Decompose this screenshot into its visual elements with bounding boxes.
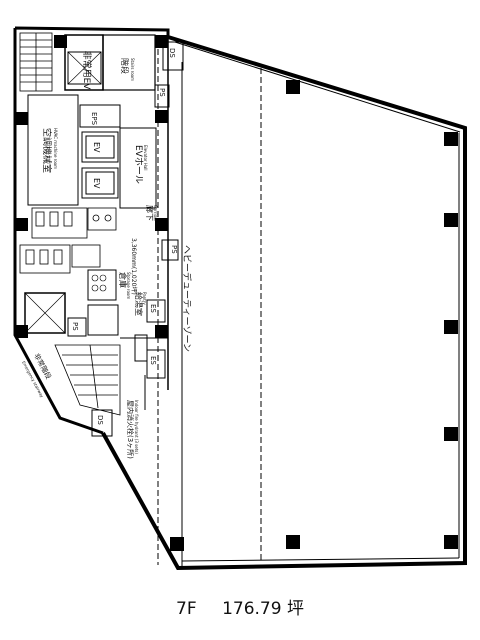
freight-shaft <box>24 292 66 334</box>
columns <box>15 35 458 551</box>
inner-wall-top <box>174 41 461 133</box>
emergency-ev-box <box>67 51 102 85</box>
label-emergency-ev: 非常用EV <box>81 51 93 91</box>
label-eps: EPS <box>90 112 98 126</box>
elevators <box>81 131 119 199</box>
label-es-2: ES <box>149 356 157 365</box>
label-stairs: 階段 <box>120 58 130 74</box>
label-ps-3: PS <box>71 322 79 331</box>
floor-caption: 7F 176.79 坪 <box>0 594 480 619</box>
core-outline <box>13 26 170 435</box>
office-outline <box>101 35 467 571</box>
hvac-room-box <box>27 94 79 206</box>
storage-box <box>87 269 117 301</box>
stair-top-left <box>19 32 53 92</box>
label-ds-1: DS <box>168 48 176 58</box>
floor-area: 176.79 坪 <box>222 599 304 619</box>
label-fire-hydrant-en: Indoor fire hydrant (3 sets) <box>134 400 139 454</box>
label-ev-hall: EVホール <box>133 145 144 184</box>
label-es-1: ES <box>149 304 157 313</box>
label-corridor: 廊下 <box>145 205 155 221</box>
label-corridor-en: Corridor <box>153 205 158 222</box>
label-ps-1: PS <box>170 245 178 254</box>
label-ev-hall-en: Elevator Hall <box>143 145 148 171</box>
eps-box <box>79 104 121 128</box>
label-hvac-en: HVAC machine room <box>53 128 58 169</box>
label-storage-en: Storage room <box>126 272 131 299</box>
label-ps-2: PS <box>158 88 166 97</box>
label-stairs-en: Stairs room <box>130 58 135 81</box>
label-escape-stair: 非常階段 <box>32 352 53 381</box>
label-fire-hydrant: 屋内消火栓(3ヶ所) <box>126 400 135 459</box>
label-heavy-zone: ヘビーデューティーゾーン <box>181 245 193 352</box>
label-ds-2: DS <box>96 415 104 425</box>
label-pantry-en: Pantry <box>142 292 147 305</box>
floor-label: 7F <box>176 599 197 619</box>
stair-bottom <box>54 344 121 416</box>
label-pantry: 給湯室 <box>134 292 144 316</box>
label-storage: 倉庫 <box>118 272 128 288</box>
toilet-block <box>19 207 117 274</box>
label-hvac: 空調機械室 <box>41 128 53 173</box>
label-ev-1: EV <box>92 142 101 153</box>
pantry-box <box>87 304 119 336</box>
label-height: 3,360mm(1,020坪) <box>130 238 138 295</box>
label-ev-2: EV <box>92 178 101 189</box>
inner-wall-bottom <box>181 557 460 562</box>
